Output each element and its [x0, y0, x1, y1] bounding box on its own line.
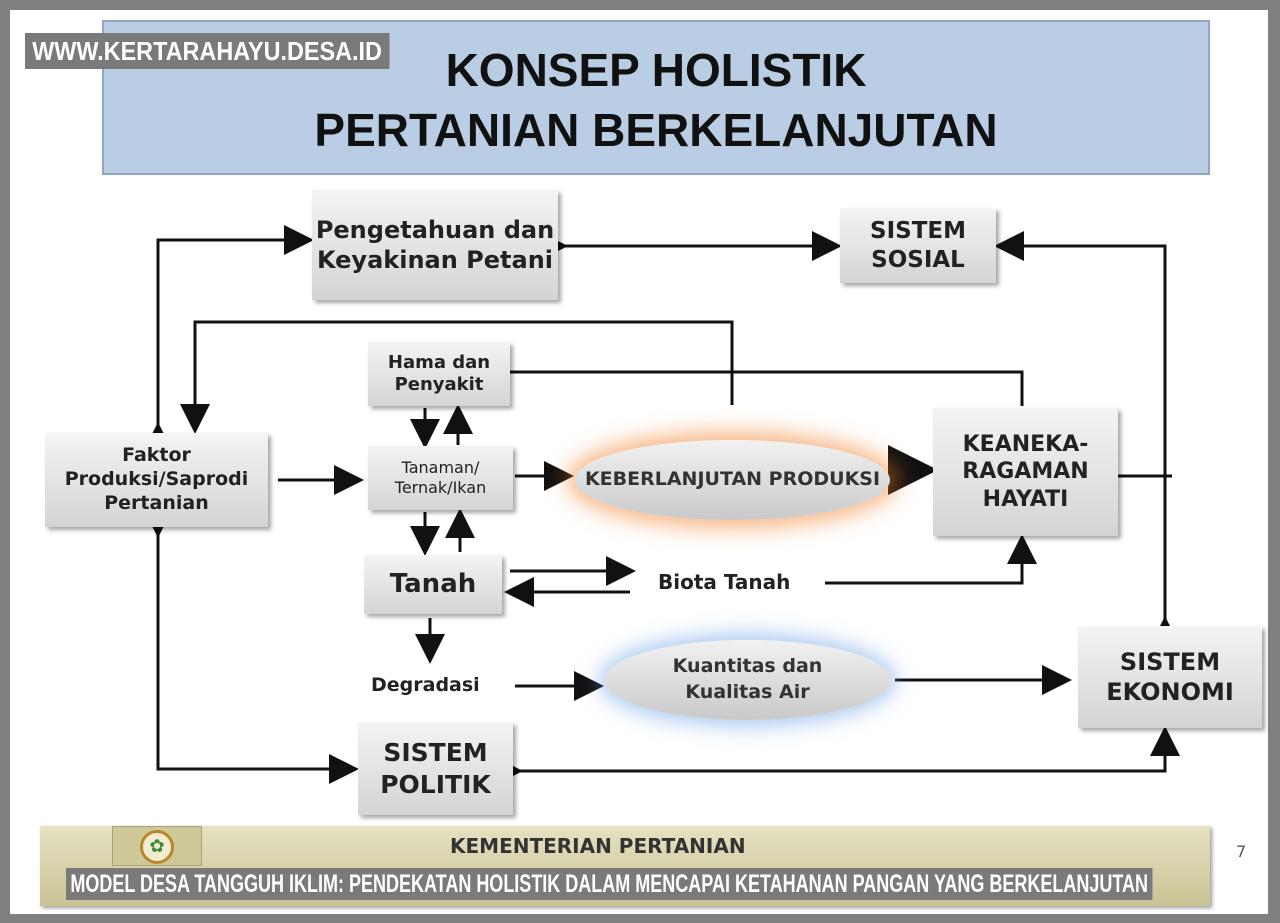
ministry-name: KEMENTERIAN PERTANIAN	[450, 834, 746, 858]
title-line-1: KONSEP HOLISTIK	[445, 44, 867, 96]
arrow-biota-keaneka	[825, 534, 1037, 585]
arrow-sosial-ekonomi	[994, 231, 1180, 646]
arrow-faktor-pengetahuan	[143, 225, 314, 452]
arrow-politik-ekonomi	[493, 726, 1180, 786]
node-keanekaragaman: KEANEKA- RAGAMAN HAYATI	[933, 408, 1118, 536]
node-sistem-sosial: SISTEM SOSIAL	[840, 208, 996, 283]
page-number: 7	[1236, 842, 1247, 861]
watermark: WWW.KERTARAHAYU.DESA.ID	[25, 33, 390, 69]
node-keberlanjutan: KEBERLANJUTAN PRODUKSI	[575, 440, 890, 520]
label-degradasi: Degradasi	[371, 674, 480, 696]
node-sistem-politik: SISTEM POLITIK	[358, 722, 513, 815]
node-sistem-ekonomi: SISTEM EKONOMI	[1078, 626, 1262, 728]
node-kuantitas-air: Kuantitas dan Kualitas Air	[605, 640, 890, 720]
node-tanaman: Tanaman/ Ternak/Ikan	[368, 446, 513, 510]
node-faktor: Faktor Produksi/Saprodi Pertanian	[45, 433, 268, 527]
ministry-logo: ✿	[140, 830, 174, 864]
caption-banner: MODEL DESA TANGGUH IKLIM: PENDEKATAN HOL…	[66, 868, 1153, 900]
line-hama-keaneka	[510, 370, 1024, 406]
arrow-loop-faktor	[180, 320, 734, 434]
node-pengetahuan: Pengetahuan dan Keyakinan Petani	[312, 190, 558, 300]
title-line-2: PERTANIAN BERKELANJUTAN	[314, 104, 998, 156]
arrow-faktor-politik	[143, 508, 359, 784]
node-tanah: Tanah	[364, 555, 502, 614]
label-biota-tanah: Biota Tanah	[658, 570, 791, 594]
ministry-logo-frame: ✿	[112, 826, 202, 866]
node-hama: Hama dan Penyakit	[368, 342, 510, 406]
